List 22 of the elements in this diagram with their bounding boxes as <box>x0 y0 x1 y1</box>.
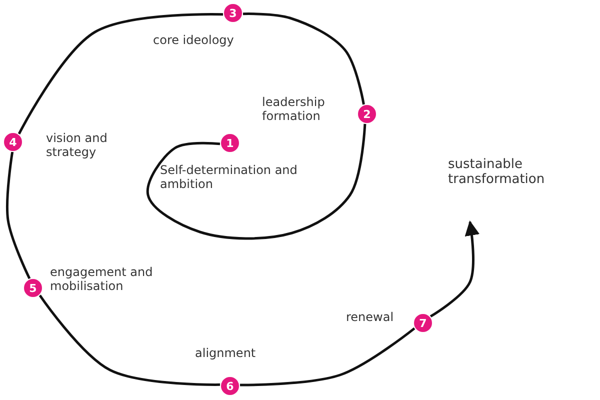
step-label: Self-determination and ambition <box>160 164 298 192</box>
step-number-circle: 2 <box>357 104 377 124</box>
step-label: leadership formation <box>262 96 326 124</box>
spiral-line <box>240 327 416 386</box>
spiral-line <box>18 13 224 135</box>
step-number-circle: 6 <box>220 376 240 396</box>
spiral-arrow <box>430 220 480 318</box>
step-number-circle: 3 <box>223 3 243 23</box>
spiral-line <box>38 294 220 386</box>
step-label: vision and strategy <box>46 132 108 160</box>
step-label: engagement and mobilisation <box>50 266 154 294</box>
step-label: core ideology <box>153 34 234 48</box>
spiral-line <box>242 12 365 105</box>
goal-text: sustainable transformation <box>448 158 588 188</box>
step-label: alignment <box>195 347 256 361</box>
spiral-line <box>146 124 366 240</box>
step-label: renewal <box>346 311 394 325</box>
step-number-circle: 5 <box>23 278 43 298</box>
step-number-circle: 4 <box>3 132 23 152</box>
step-number-circle: 7 <box>413 313 433 333</box>
step-number-circle: 1 <box>220 133 240 153</box>
spiral-line <box>6 152 31 280</box>
